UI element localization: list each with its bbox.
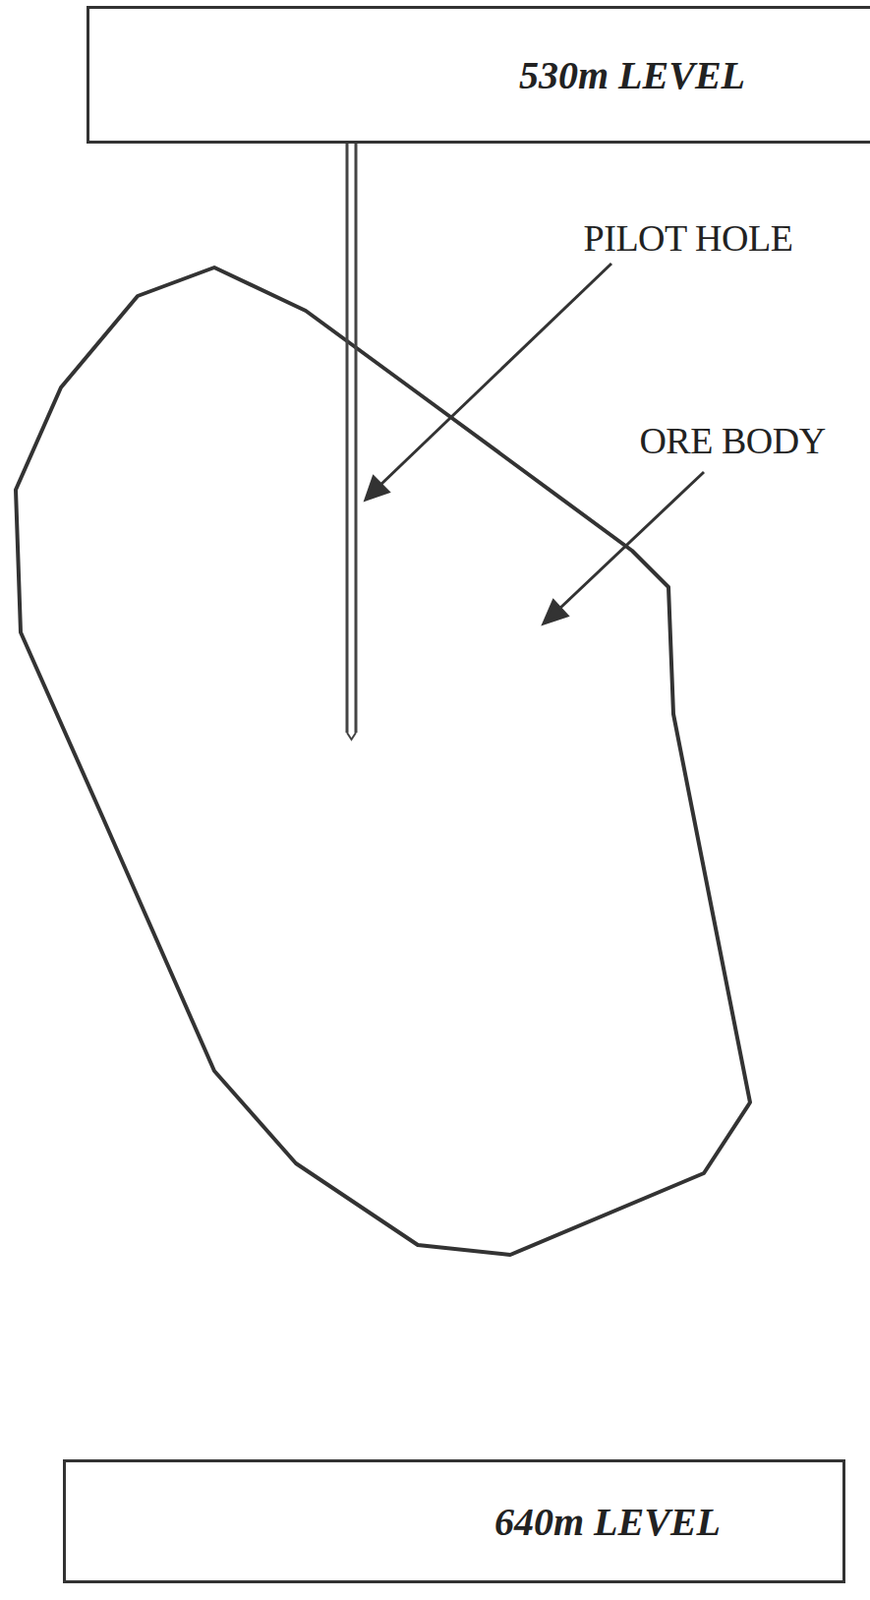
level-name: 640m LEVEL <box>494 1498 721 1545</box>
callout-label: PILOT HOLE <box>581 216 796 260</box>
ore-body-outline <box>15 267 751 1255</box>
mine-level-band: 530m LEVEL <box>86 5 870 144</box>
level-name: 530m LEVEL <box>519 52 746 99</box>
callout-label: ORE BODY <box>637 418 827 463</box>
mine-level-band: 640m LEVEL <box>62 1458 846 1583</box>
